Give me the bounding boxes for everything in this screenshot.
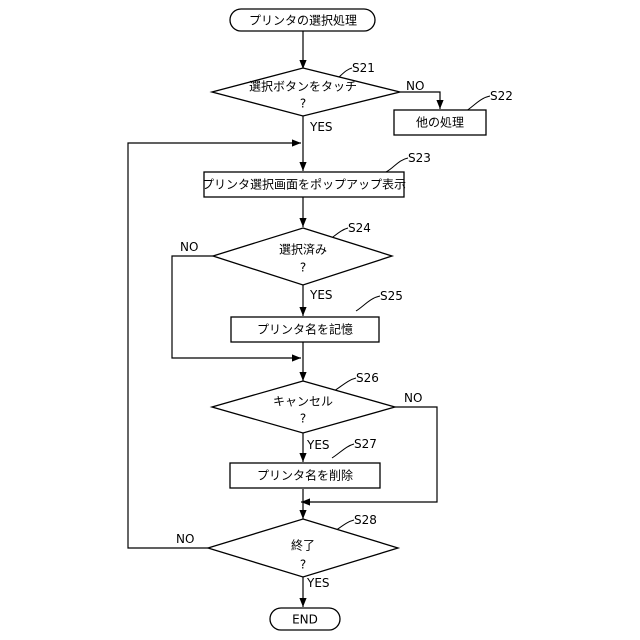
connector-s21-no-s22: [400, 92, 440, 109]
s28-no-label: NO: [176, 532, 194, 546]
s25-label: プリンタ名を記憶: [257, 322, 353, 337]
s26-label: キャンセル: [273, 395, 333, 409]
decision-s28: 終了 ? S28 NO YES: [176, 513, 398, 590]
s25-step-number: S25: [380, 289, 403, 303]
s21-step-number: S21: [352, 61, 375, 75]
s21-question-mark: ?: [300, 97, 306, 111]
s21-yes-label: YES: [309, 120, 333, 134]
s22-step-number: S22: [490, 89, 513, 103]
leader-s23: [386, 158, 408, 172]
process-s27: プリンタ名を削除 S27: [230, 437, 380, 488]
leader-s22: [466, 96, 490, 111]
s26-step-number: S26: [356, 371, 379, 385]
process-s22: 他の処理 S22: [394, 89, 513, 135]
leader-s26: [334, 378, 356, 391]
decision-s24: 選択済み ? S24 NO YES: [180, 221, 392, 302]
s26-question-mark: ?: [300, 412, 306, 426]
s28-yes-label: YES: [306, 576, 330, 590]
leader-s25: [356, 296, 380, 311]
s23-step-number: S23: [408, 151, 431, 165]
s21-label: 選択ボタンをタッチ: [249, 80, 357, 94]
s28-label: 終了: [291, 538, 315, 553]
decision-s26: キャンセル ? S26 NO YES: [212, 371, 422, 452]
leader-s27: [332, 444, 354, 458]
s28-step-number: S28: [354, 513, 377, 527]
end-terminal: END: [270, 608, 340, 630]
s27-step-number: S27: [354, 437, 377, 451]
s23-label: プリンタ選択画面をポップアップ表示: [202, 178, 406, 192]
s26-no-label: NO: [404, 391, 422, 405]
s27-label: プリンタ名を削除: [257, 468, 353, 483]
s24-no-label: NO: [180, 240, 198, 254]
process-s23: プリンタ選択画面をポップアップ表示 S23: [202, 151, 431, 197]
decision-s21: 選択ボタンをタッチ ? S21 NO YES: [212, 61, 424, 134]
s24-label: 選択済み: [279, 242, 327, 257]
end-label: END: [292, 613, 318, 627]
s24-step-number: S24: [348, 221, 371, 235]
s24-yes-label: YES: [309, 288, 333, 302]
s28-question-mark: ?: [300, 558, 306, 572]
start-label: プリンタの選択処理: [249, 14, 357, 28]
s24-question-mark: ?: [300, 261, 306, 275]
s21-no-label: NO: [406, 79, 424, 93]
s22-label: 他の処理: [416, 116, 464, 130]
start-terminal: プリンタの選択処理: [230, 9, 375, 31]
s26-yes-label: YES: [306, 438, 330, 452]
